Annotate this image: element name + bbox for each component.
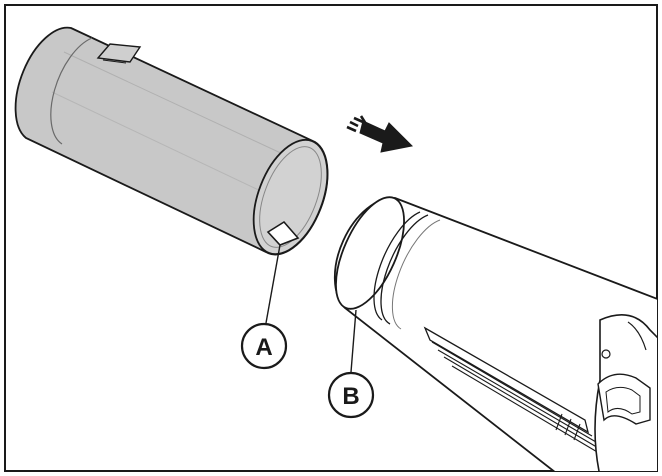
slide-direction-arrow-icon bbox=[346, 115, 414, 153]
callout-a-leader bbox=[265, 244, 281, 324]
callout-b: B bbox=[327, 371, 375, 419]
callout-b-circle bbox=[327, 371, 375, 419]
rear-latch-tab bbox=[96, 43, 142, 63]
housing-screw bbox=[601, 349, 611, 359]
nozzle-collar-ring-1 bbox=[373, 211, 421, 321]
housing-grip-recess bbox=[597, 373, 651, 425]
extension-tube bbox=[14, 26, 329, 256]
nozzle-opening bbox=[335, 196, 405, 310]
callout-b-label: B bbox=[342, 383, 359, 410]
callout-b-leader bbox=[350, 309, 357, 373]
blower-nozzle bbox=[333, 196, 657, 471]
tube-open-end bbox=[252, 138, 329, 256]
callout-a: A bbox=[240, 322, 288, 370]
tube-notch bbox=[266, 220, 300, 246]
nozzle-side-fin bbox=[423, 326, 590, 434]
callout-a-label: A bbox=[255, 334, 272, 361]
callout-a-circle bbox=[240, 322, 288, 370]
nozzle-collar-ring-2 bbox=[380, 214, 429, 325]
tube-rear-seam bbox=[50, 37, 93, 145]
